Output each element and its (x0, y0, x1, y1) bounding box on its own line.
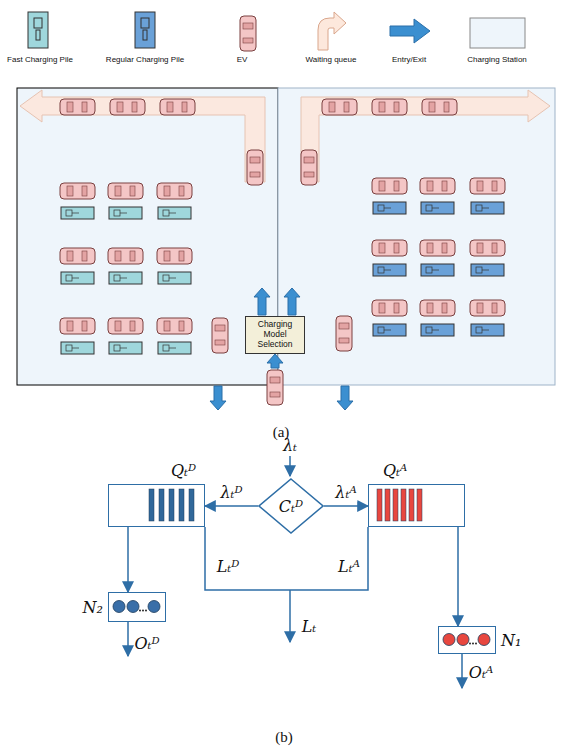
rate-label: λₜᴰ (219, 483, 243, 502)
ev-car (60, 183, 95, 199)
output-arrow (127, 622, 129, 656)
exit-arrow (210, 386, 226, 410)
charging-pile (373, 264, 406, 276)
charging-pile (158, 272, 191, 284)
flow-arrow (205, 505, 258, 507)
fast-station-area (17, 88, 278, 385)
ev-car (60, 318, 95, 334)
rate-label: λₜ (283, 436, 297, 455)
queue-label: Qₜᴰ (171, 461, 196, 480)
ev-car (267, 370, 283, 405)
charging-pile (373, 324, 406, 336)
entry-arrow (267, 354, 283, 368)
queue-label: Qₜᴬ (383, 461, 407, 480)
ev-car (420, 300, 455, 316)
server-circles (439, 627, 494, 652)
legend-text: Fast Charging Pile (7, 55, 73, 64)
charging-pile (61, 342, 94, 354)
ev-car (157, 318, 192, 334)
ev-car (108, 248, 143, 264)
charging-pile (471, 202, 504, 214)
ev-car (372, 240, 407, 256)
ev-car (212, 318, 228, 353)
charging-pile (421, 264, 454, 276)
output-label: Oₜᴰ (134, 634, 159, 653)
legend-samples (28, 12, 525, 50)
charging-pile (61, 272, 94, 284)
queue-bars (109, 485, 203, 525)
charging-pile (421, 324, 454, 336)
decision-diamond: Cₜᴰ (258, 478, 324, 534)
queue-box: Qₜᴬ (368, 484, 465, 527)
panel-caption: (b) (275, 729, 293, 746)
flow-arrow (127, 527, 129, 592)
ev-car (247, 150, 263, 185)
ev-car (470, 178, 505, 194)
leave-label: Lₜ (302, 617, 317, 636)
legend-text: Waiting queue (306, 55, 357, 64)
ev-car (422, 99, 457, 115)
legend-text: EV (237, 55, 248, 64)
leave-line (205, 527, 368, 590)
ev-car (157, 183, 192, 199)
charging-pile (61, 207, 94, 219)
queue-band (301, 90, 550, 182)
leave-label: Lₜᴬ (338, 557, 360, 576)
decision-label: Cₜᴰ (279, 497, 303, 516)
arrival-arrow (289, 456, 291, 476)
entry-arrow (284, 288, 300, 315)
output-arrow (461, 654, 463, 688)
ev-car (110, 99, 145, 115)
ev-car (108, 318, 143, 334)
entry-arrow (254, 288, 270, 315)
leave-arrow (289, 590, 291, 642)
server-circles (109, 593, 164, 620)
flow-arrow (457, 527, 459, 626)
output-label: Oₜᴬ (469, 663, 493, 682)
server-label: N₂ (83, 598, 103, 617)
ev-car (160, 99, 195, 115)
charging-pile (373, 202, 406, 214)
regular-station-area (278, 88, 555, 385)
ev-car (322, 99, 357, 115)
charging-pile (158, 207, 191, 219)
rate-label: λₜᴬ (334, 483, 357, 502)
charging-pile (109, 272, 142, 284)
flow-arrow (324, 505, 368, 507)
legend-text: Entry/Exit (392, 55, 426, 64)
server-label: N₁ (501, 631, 521, 650)
ev-car (470, 240, 505, 256)
box-label: Charging Model Selection (249, 320, 301, 349)
ev-car (420, 178, 455, 194)
exit-arrow (337, 386, 353, 410)
charging-pile (421, 202, 454, 214)
ev-car (60, 248, 95, 264)
queue-box: Qₜᴰ (108, 484, 205, 527)
legend-text: Regular Charging Pile (106, 55, 184, 64)
leave-label: Lₜᴰ (217, 557, 240, 576)
ev-car (470, 300, 505, 316)
charging-pile (471, 324, 504, 336)
ev-car (240, 16, 256, 51)
ev-car (301, 150, 317, 185)
ev-car (336, 316, 352, 351)
charging-pile (109, 207, 142, 219)
ev-car (372, 99, 407, 115)
queue-bars (369, 485, 463, 525)
selection-box: Charging Model Selection (245, 316, 305, 354)
ev-car (60, 99, 95, 115)
charging-pile (109, 342, 142, 354)
ev-car (372, 178, 407, 194)
charging-pile (158, 342, 191, 354)
queue-band (20, 90, 265, 182)
ev-car (108, 183, 143, 199)
legend-text: Charging Station (467, 55, 527, 64)
ev-car (420, 240, 455, 256)
server-box: N₂ (108, 592, 166, 622)
ev-car (372, 300, 407, 316)
charging-pile (471, 264, 504, 276)
server-box: N₁ (438, 626, 496, 654)
ev-car (157, 248, 192, 264)
